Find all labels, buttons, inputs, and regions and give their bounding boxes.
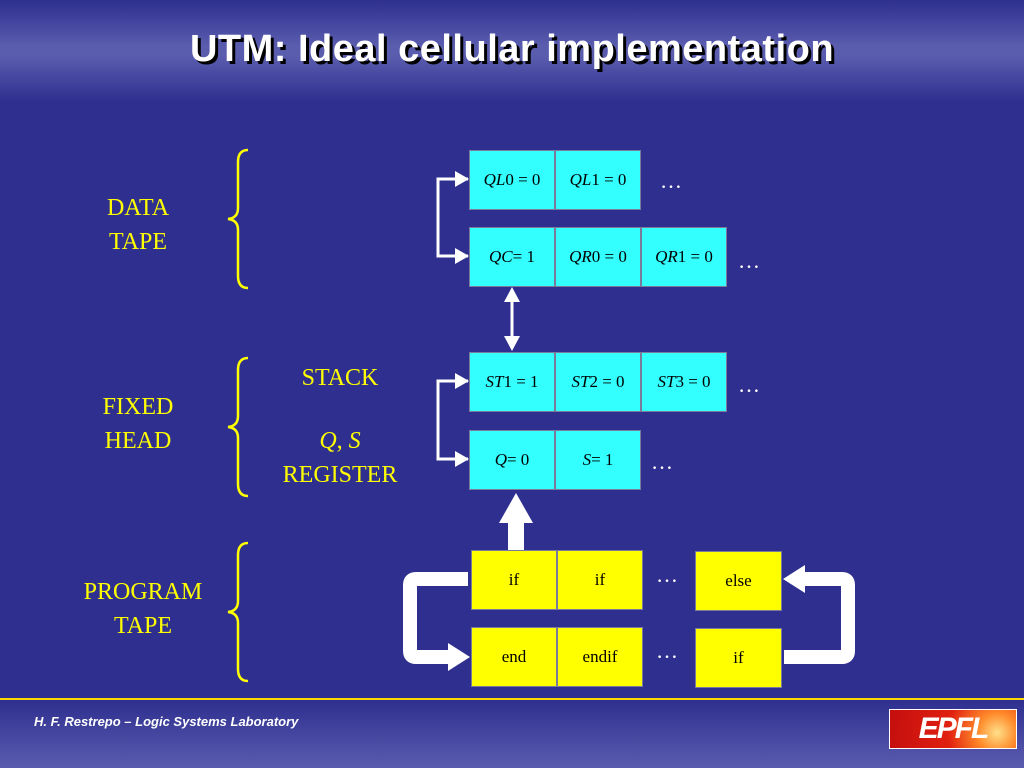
tape-cell-qc: QC = 1 — [469, 227, 555, 287]
footer-credit: H. F. Restrepo – Logic Systems Laborator… — [34, 714, 299, 729]
program-top-ellipsis: … — [656, 562, 679, 587]
data-tape-right-ellipsis: … — [738, 248, 761, 273]
register-q-name: Q — [319, 428, 337, 454]
slide-title: UTM: Ideal cellular implementation — [189, 28, 835, 70]
register-s-name: S — [348, 428, 361, 454]
register-ellipsis: … — [651, 449, 674, 474]
footer-divider — [0, 698, 1024, 700]
program-cell-endif: endif — [557, 627, 643, 687]
stack-ellipsis: … — [738, 372, 761, 397]
data-tape-arrowhead-bottom — [455, 248, 469, 264]
stack-label: STACK — [301, 365, 379, 391]
register-label: Q, S REGISTER — [260, 424, 420, 492]
program-bottom-ellipsis: … — [656, 638, 679, 663]
logo-lettering: EPFL — [918, 712, 990, 745]
data-tape-connector — [436, 177, 468, 258]
head-tape-arrowhead-down — [504, 336, 520, 351]
program-cell-else: else — [695, 551, 782, 611]
left-loop-arrowhead — [448, 643, 470, 671]
data-tape-brace — [227, 148, 249, 290]
footer-band — [0, 700, 1024, 768]
program-cell-if-2: if — [557, 550, 643, 610]
fixed-head-brace — [227, 356, 249, 498]
register-word: REGISTER — [282, 462, 398, 488]
register-separator: , — [336, 428, 349, 454]
program-to-register-arrow — [499, 493, 533, 553]
fixed-head-connector — [436, 379, 468, 461]
epfl-logo: EPFL — [889, 709, 1017, 749]
fixed-head-arrowhead-bottom — [455, 451, 469, 467]
left-loop — [403, 572, 468, 664]
head-tape-arrowhead-up — [504, 287, 520, 302]
program-cell-if-3: if — [695, 628, 782, 688]
register-cell-q: Q = 0 — [469, 430, 555, 490]
register-cell-s: S = 1 — [555, 430, 641, 490]
title-bar — [0, 0, 1024, 102]
right-loop-arrowhead — [783, 565, 805, 593]
fixed-head-arrowhead-top — [455, 373, 469, 389]
program-tape-brace — [227, 541, 249, 683]
program-cell-if-1: if — [471, 550, 557, 610]
program-cell-end: end — [471, 627, 557, 687]
data-tape-arrowhead-top — [455, 171, 469, 187]
data-tape-left-ellipsis: … — [660, 168, 683, 193]
right-loop — [784, 572, 855, 664]
